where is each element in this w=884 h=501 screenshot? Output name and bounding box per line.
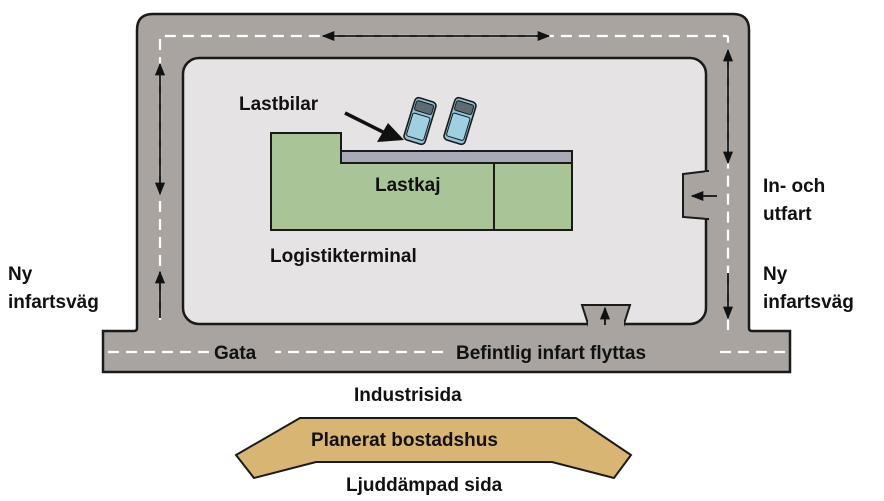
label-new-road-left-1: Ny [8,264,33,285]
planned-housing [234,417,633,480]
entrance-exit-notch-right [682,169,709,221]
label-quiet-side: Ljuddämpad sida [346,475,503,496]
trucks-pointer-arrow-shaft [344,111,386,135]
truck-2 [443,96,477,146]
notch-gap-right [705,172,711,218]
trucks-pointer-arrowhead [377,123,404,142]
label-loading-dock: Lastkaj [375,175,440,196]
label-planned-housing: Planerat bostadshus [311,430,498,451]
label-entrance-exit-2: utfart [763,204,812,225]
label-industry-side: Industrisida [354,385,462,406]
notch-gap-bottom [588,320,624,328]
label-new-road-right-2: infartsväg [763,292,854,313]
truck-1 [403,96,437,146]
label-street: Gata [214,343,257,364]
traffic-arrows [154,30,734,325]
loading-dock [340,150,573,164]
label-new-road-left-2: infartsväg [8,292,99,313]
street-label-bg [209,340,275,364]
label-existing-entrance-moved: Befintlig infart flyttas [456,343,646,364]
existing-entrance-label-bg [448,340,714,364]
label-new-road-right-1: Ny [763,264,788,285]
label-trucks: Lastbilar [239,94,319,115]
label-terminal: Logistikterminal [270,246,417,267]
label-entrance-exit-1: In- och [763,176,825,197]
